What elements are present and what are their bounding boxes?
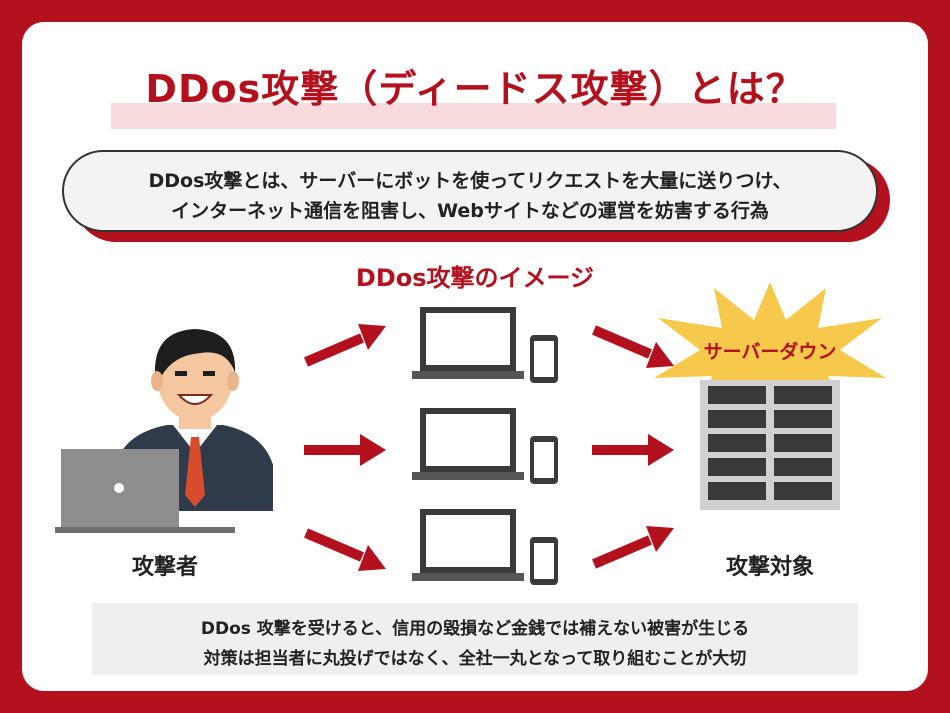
- arrow-icon: [592, 325, 674, 368]
- definition-box: [62, 150, 878, 232]
- arrow-icon: [592, 434, 674, 466]
- arrow-icon: [304, 528, 386, 571]
- laptop-icon: [412, 307, 558, 383]
- diagram-subtitle: DDos攻撃のイメージ: [355, 264, 595, 292]
- laptop-icon: [412, 509, 558, 585]
- title-highlight: [111, 103, 836, 129]
- page-title: DDos攻撃（ディードス攻撃）とは？: [145, 67, 805, 111]
- arrow-icon: [304, 324, 386, 367]
- laptop-icon: [412, 408, 558, 484]
- server-rack-icon: [700, 380, 840, 510]
- definition-line-2: インターネット通信を阻害し、Webサイトなどの運営を妨害する行為: [171, 200, 769, 222]
- arrow-icon: [592, 526, 674, 569]
- server-down-text: サーバーダウン: [703, 341, 837, 363]
- attacker-person-icon: [55, 329, 273, 533]
- note-line-2: 対策は担当者に丸投げではなく、全社一丸となって取り組むことが大切: [203, 649, 747, 669]
- arrow-icon: [304, 434, 386, 466]
- attacker-label: 攻撃者: [131, 555, 198, 580]
- target-label: 攻撃対象: [725, 555, 814, 580]
- note-line-1: DDos 攻撃を受けると、信用の毀損など金銭では補えない被害が生じる: [200, 619, 750, 639]
- definition-line-1: DDos攻撃とは、サーバーにボットを使ってリクエストを大量に送りつけ、: [148, 170, 792, 192]
- note-box: [92, 603, 858, 675]
